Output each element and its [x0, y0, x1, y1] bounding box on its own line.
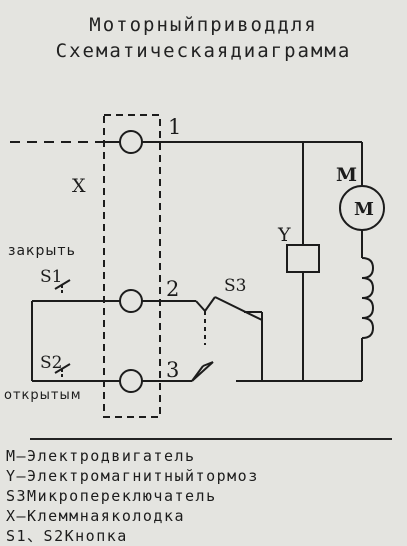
legend-item-motor: M–Электродвигатель: [6, 447, 196, 465]
button-close-label: закрыть: [8, 243, 76, 259]
legend-divider: [30, 438, 392, 440]
motor-symbol-label: M: [354, 199, 374, 220]
button-s1-contact: [54, 279, 71, 290]
motor-winding-coil: [361, 257, 375, 339]
microswitch-s3-label: S3: [224, 276, 246, 296]
button-s2-label: S2: [40, 353, 62, 373]
terminal-3-label: 3: [166, 358, 179, 382]
terminal-3: [119, 369, 143, 393]
legend-item-terminal-block: X–Клеммнаяколодка: [6, 507, 186, 525]
microswitch-s3-lever: [214, 296, 263, 321]
terminal-block-outline: [103, 114, 161, 418]
legend-item-microswitch: S3Микропереключатель: [6, 487, 217, 505]
brake-coil-box: [286, 244, 320, 273]
button-open-label: открытым: [4, 388, 82, 403]
diagram-title-line-1: Моторныйприводдля: [89, 14, 318, 36]
motor-label: M: [336, 164, 357, 186]
terminal-block-label: X: [72, 175, 86, 197]
terminal-1: [119, 130, 143, 154]
terminal-1-label: 1: [168, 115, 181, 139]
legend: M–Электродвигатель Y–Электромагнитныйтор…: [6, 446, 259, 546]
button-s1-label: S1: [40, 267, 62, 287]
legend-item-brake: Y–Электромагнитныйтормоз: [6, 467, 259, 485]
brake-label: Y: [277, 224, 291, 246]
button-s2-contact: [54, 363, 71, 374]
diagram-title-line-2: Схематическаядиаграмма: [55, 40, 352, 62]
terminal-2-label: 2: [166, 277, 179, 301]
terminal-2: [119, 289, 143, 313]
legend-item-buttons: S1、S2Кнопка: [6, 527, 128, 545]
